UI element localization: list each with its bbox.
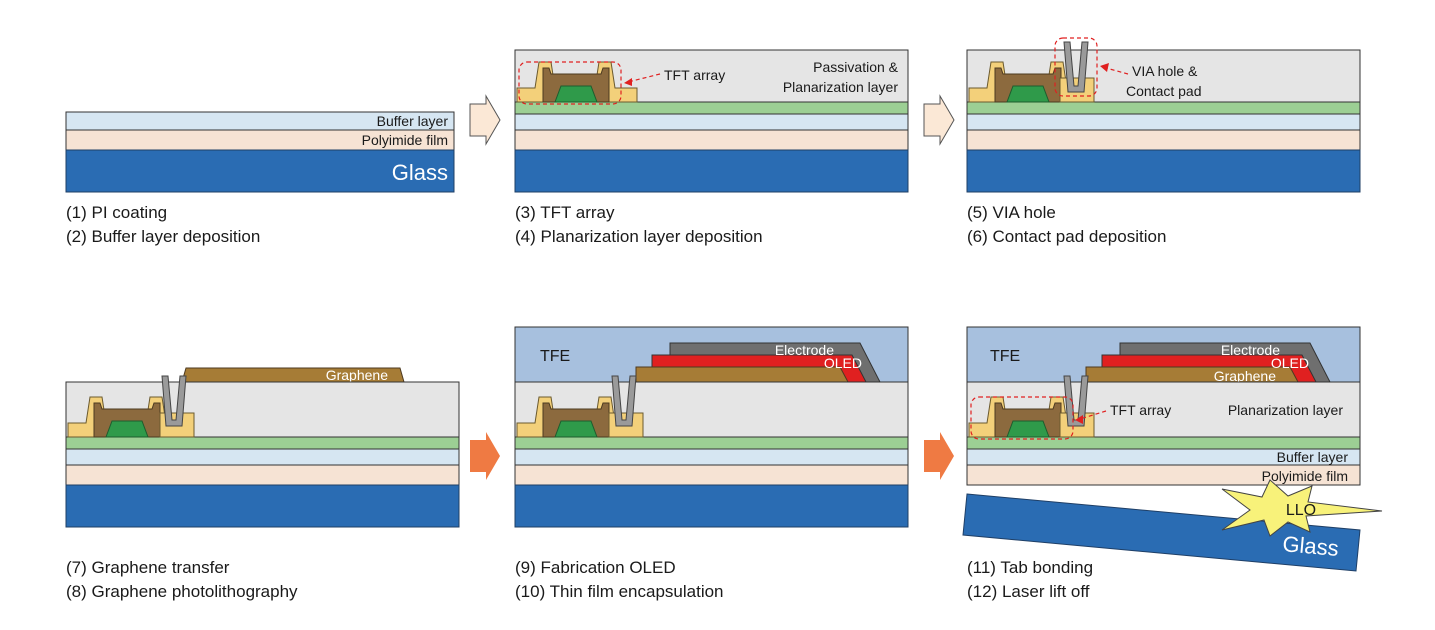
passivation-label-1: Passivation & xyxy=(813,59,898,75)
caption-1: (1) PI coating xyxy=(66,203,167,222)
buffer-layer-label: Buffer layer xyxy=(1277,449,1349,465)
graphene-label: Graphene xyxy=(326,367,388,383)
polyimide-film xyxy=(966,129,1361,151)
buffer-layer xyxy=(966,113,1361,131)
arrow-right-icon xyxy=(924,432,954,480)
glass-substrate xyxy=(514,149,909,193)
via-pointer xyxy=(1105,67,1129,75)
arrow-right-icon xyxy=(923,94,955,146)
llo-label: LLO xyxy=(1286,502,1316,519)
planarization-label: Planarization layer xyxy=(1228,402,1344,418)
glass-label: Glass xyxy=(1282,531,1340,561)
arrow-right-icon xyxy=(470,432,500,480)
panel-2: TFT array Passivation & Planarization la… xyxy=(514,49,909,246)
polyimide-film xyxy=(966,464,1361,486)
arrow-right-icon xyxy=(469,94,501,146)
laser-burst-icon xyxy=(1221,479,1383,537)
via-label-1: VIA hole & xyxy=(1132,63,1198,79)
via-highlight-box xyxy=(1054,37,1098,97)
polyimide-film xyxy=(514,464,909,486)
buffer-layer xyxy=(514,113,909,131)
tft-pointer-head-icon xyxy=(1075,415,1083,424)
tft-pointer xyxy=(1079,410,1107,420)
caption-2: (6) Contact pad deposition xyxy=(967,227,1166,246)
glass-label: Glass xyxy=(392,160,448,185)
tft-label: TFT array xyxy=(1110,402,1171,418)
caption-1: (11) Tab bonding xyxy=(967,558,1093,577)
caption-1: (9) Fabrication OLED xyxy=(515,558,676,577)
caption-2: (8) Graphene photolithography xyxy=(66,582,298,601)
green-layer xyxy=(514,436,909,450)
caption-2: (4) Planarization layer deposition xyxy=(515,227,763,246)
tft-pointer xyxy=(627,73,661,83)
panel-1: Buffer layer Polyimide film Glass (1) PI… xyxy=(65,111,455,246)
caption-1: (3) TFT array xyxy=(515,203,615,222)
glass-substrate xyxy=(962,493,1361,572)
green-layer xyxy=(65,436,460,450)
contact-pad xyxy=(1059,412,1095,438)
polyimide-film xyxy=(65,464,460,486)
tft-label: TFT array xyxy=(664,67,725,83)
oled-label: OLED xyxy=(1271,355,1309,371)
glass-substrate xyxy=(966,149,1361,193)
caption-2: (10) Thin film encapsulation xyxy=(515,582,724,601)
buffer-layer xyxy=(65,448,460,466)
glass-substrate xyxy=(65,149,455,193)
glass-substrate xyxy=(514,484,909,528)
buffer-layer xyxy=(514,448,909,466)
buffer-layer-label: Buffer layer xyxy=(377,113,449,129)
caption-1: (5) VIA hole xyxy=(967,203,1056,222)
graphene-layer xyxy=(635,366,849,383)
glass-substrate xyxy=(65,484,460,528)
tft-highlight-box xyxy=(518,61,622,105)
caption-2: (12) Laser lift off xyxy=(967,582,1090,601)
tft-pointer-head-icon xyxy=(624,78,632,86)
tfe-label: TFE xyxy=(990,348,1020,365)
polyimide-film-label: Polyimide film xyxy=(1262,468,1348,484)
panel-4: Graphene (7) Graphene transfer (8) Graph… xyxy=(65,367,460,601)
polyimide-film xyxy=(514,129,909,151)
caption-2: (2) Buffer layer deposition xyxy=(66,227,260,246)
graphene-label: Graphene xyxy=(1214,368,1276,384)
electrode-label: Electrode xyxy=(1221,342,1280,358)
passivation-label-2: Planarization layer xyxy=(783,79,899,95)
panel-5: TFE Electrode OLED (9) Fabrication OLED … xyxy=(514,326,909,601)
caption-1: (7) Graphene transfer xyxy=(66,558,230,577)
polyimide-film-label: Polyimide film xyxy=(362,132,448,148)
panel-6: TFE Electrode OLED Graphene TFT array Pl… xyxy=(962,326,1383,601)
via-label-2: Contact pad xyxy=(1126,83,1202,99)
green-layer xyxy=(966,101,1361,115)
tfe-label: TFE xyxy=(540,348,570,365)
tft-highlight-box xyxy=(970,396,1074,440)
oled-label: OLED xyxy=(824,355,862,371)
electrode-label: Electrode xyxy=(775,342,834,358)
via-pointer-head-icon xyxy=(1100,63,1109,72)
panel-3: VIA hole & Contact pad (5) VIA hole (6) … xyxy=(966,37,1361,246)
